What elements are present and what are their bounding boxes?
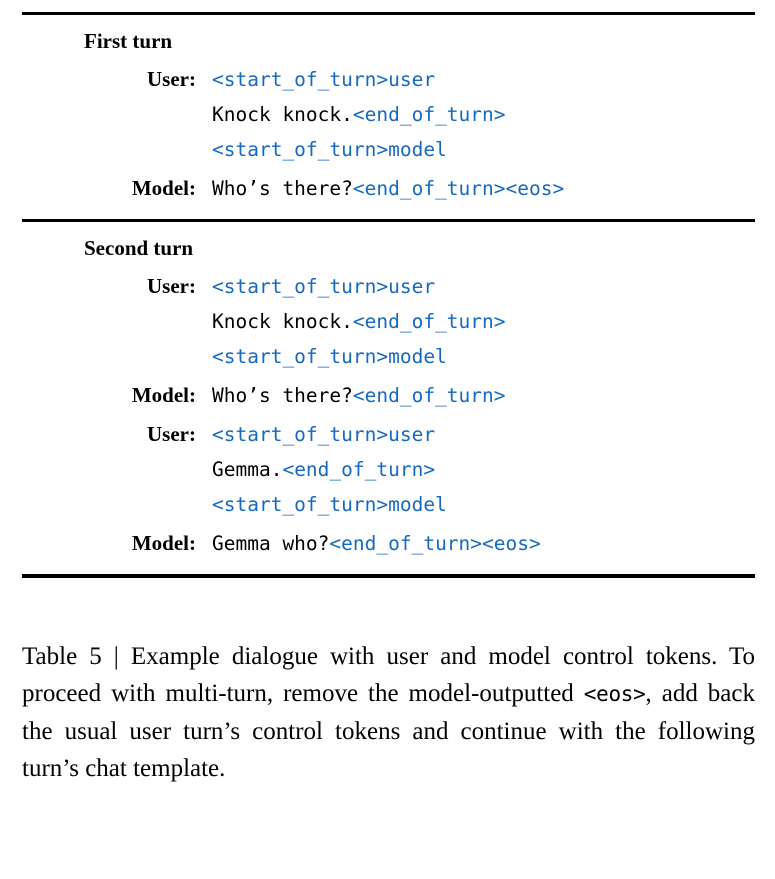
row-label-model: Model: xyxy=(131,176,196,200)
control-token: <end_of_turn> xyxy=(282,458,436,481)
rows-second-turn: User: <start_of_turn>user Knock knock.<e… xyxy=(22,259,755,574)
control-token: <start_of_turn>model xyxy=(212,345,447,368)
control-token: <end_of_turn><eos> xyxy=(329,532,541,555)
row-label-user: User: xyxy=(147,67,196,91)
dialogue-table: First turn User: <start_of_turn>user Kno… xyxy=(22,12,755,578)
message-text: Knock knock. xyxy=(212,310,353,333)
table-bottom-rule xyxy=(22,574,755,578)
table-row: User: <start_of_turn>user Gemma.<end_of_… xyxy=(22,417,755,522)
message-text: Knock knock. xyxy=(212,103,353,126)
row-content-model: Who’s there?<end_of_turn><eos> xyxy=(212,171,755,206)
table-middle-rule xyxy=(22,219,755,222)
control-token: <start_of_turn>model xyxy=(212,138,447,161)
message-text: Who’s there? xyxy=(212,177,353,200)
control-token: <end_of_turn> xyxy=(352,310,506,333)
message-text: Gemma who? xyxy=(212,532,330,555)
control-token: <start_of_turn>user xyxy=(212,275,436,298)
table-top-rule xyxy=(22,12,755,15)
row-content-user: <start_of_turn>user Knock knock.<end_of_… xyxy=(212,62,755,167)
section-heading-first-turn: First turn xyxy=(84,29,173,53)
control-token: <end_of_turn> xyxy=(352,384,506,407)
row-content-user: <start_of_turn>user Gemma.<end_of_turn> … xyxy=(212,417,755,522)
section-heading-second-turn: Second turn xyxy=(84,236,194,260)
row-label-user: User: xyxy=(147,422,196,446)
table-caption: Table 5 | Example dialogue with user and… xyxy=(22,638,755,787)
table-row: Model: Who’s there?<end_of_turn> xyxy=(22,378,755,413)
row-content-user: <start_of_turn>user Knock knock.<end_of_… xyxy=(212,269,755,374)
table-section-first-turn: First turn User: <start_of_turn>user Kno… xyxy=(22,15,755,219)
message-text: Gemma. xyxy=(212,458,283,481)
row-label-model: Model: xyxy=(131,383,196,407)
control-token: <end_of_turn> xyxy=(352,103,506,126)
control-token: <end_of_turn><eos> xyxy=(352,177,565,200)
row-label-model: Model: xyxy=(131,531,196,555)
row-content-model: Who’s there?<end_of_turn> xyxy=(212,378,755,413)
control-token: <start_of_turn>user xyxy=(212,423,436,446)
control-token: <start_of_turn>user xyxy=(212,68,436,91)
table-row: User: <start_of_turn>user Knock knock.<e… xyxy=(22,62,755,167)
caption-part-1: Example dialogue with user and model con… xyxy=(22,643,756,707)
caption-eos-token: <eos> xyxy=(583,682,646,706)
row-label-user: User: xyxy=(147,274,196,298)
rows-first-turn: User: <start_of_turn>user Knock knock.<e… xyxy=(22,52,755,219)
table-row: User: <start_of_turn>user Knock knock.<e… xyxy=(22,269,755,374)
caption-part-2: , add back the usual user turn’s control… xyxy=(22,680,755,782)
message-text: Who’s there? xyxy=(212,384,353,407)
control-token: <start_of_turn>model xyxy=(212,493,447,516)
row-content-model: Gemma who?<end_of_turn><eos> xyxy=(212,526,755,561)
table-row: Model: Gemma who?<end_of_turn><eos> xyxy=(22,526,755,561)
table-section-second-turn: Second turn User: <start_of_turn>user Kn… xyxy=(22,222,755,574)
table-row: Model: Who’s there?<end_of_turn><eos> xyxy=(22,171,755,206)
caption-label: Table 5 | xyxy=(22,643,119,670)
